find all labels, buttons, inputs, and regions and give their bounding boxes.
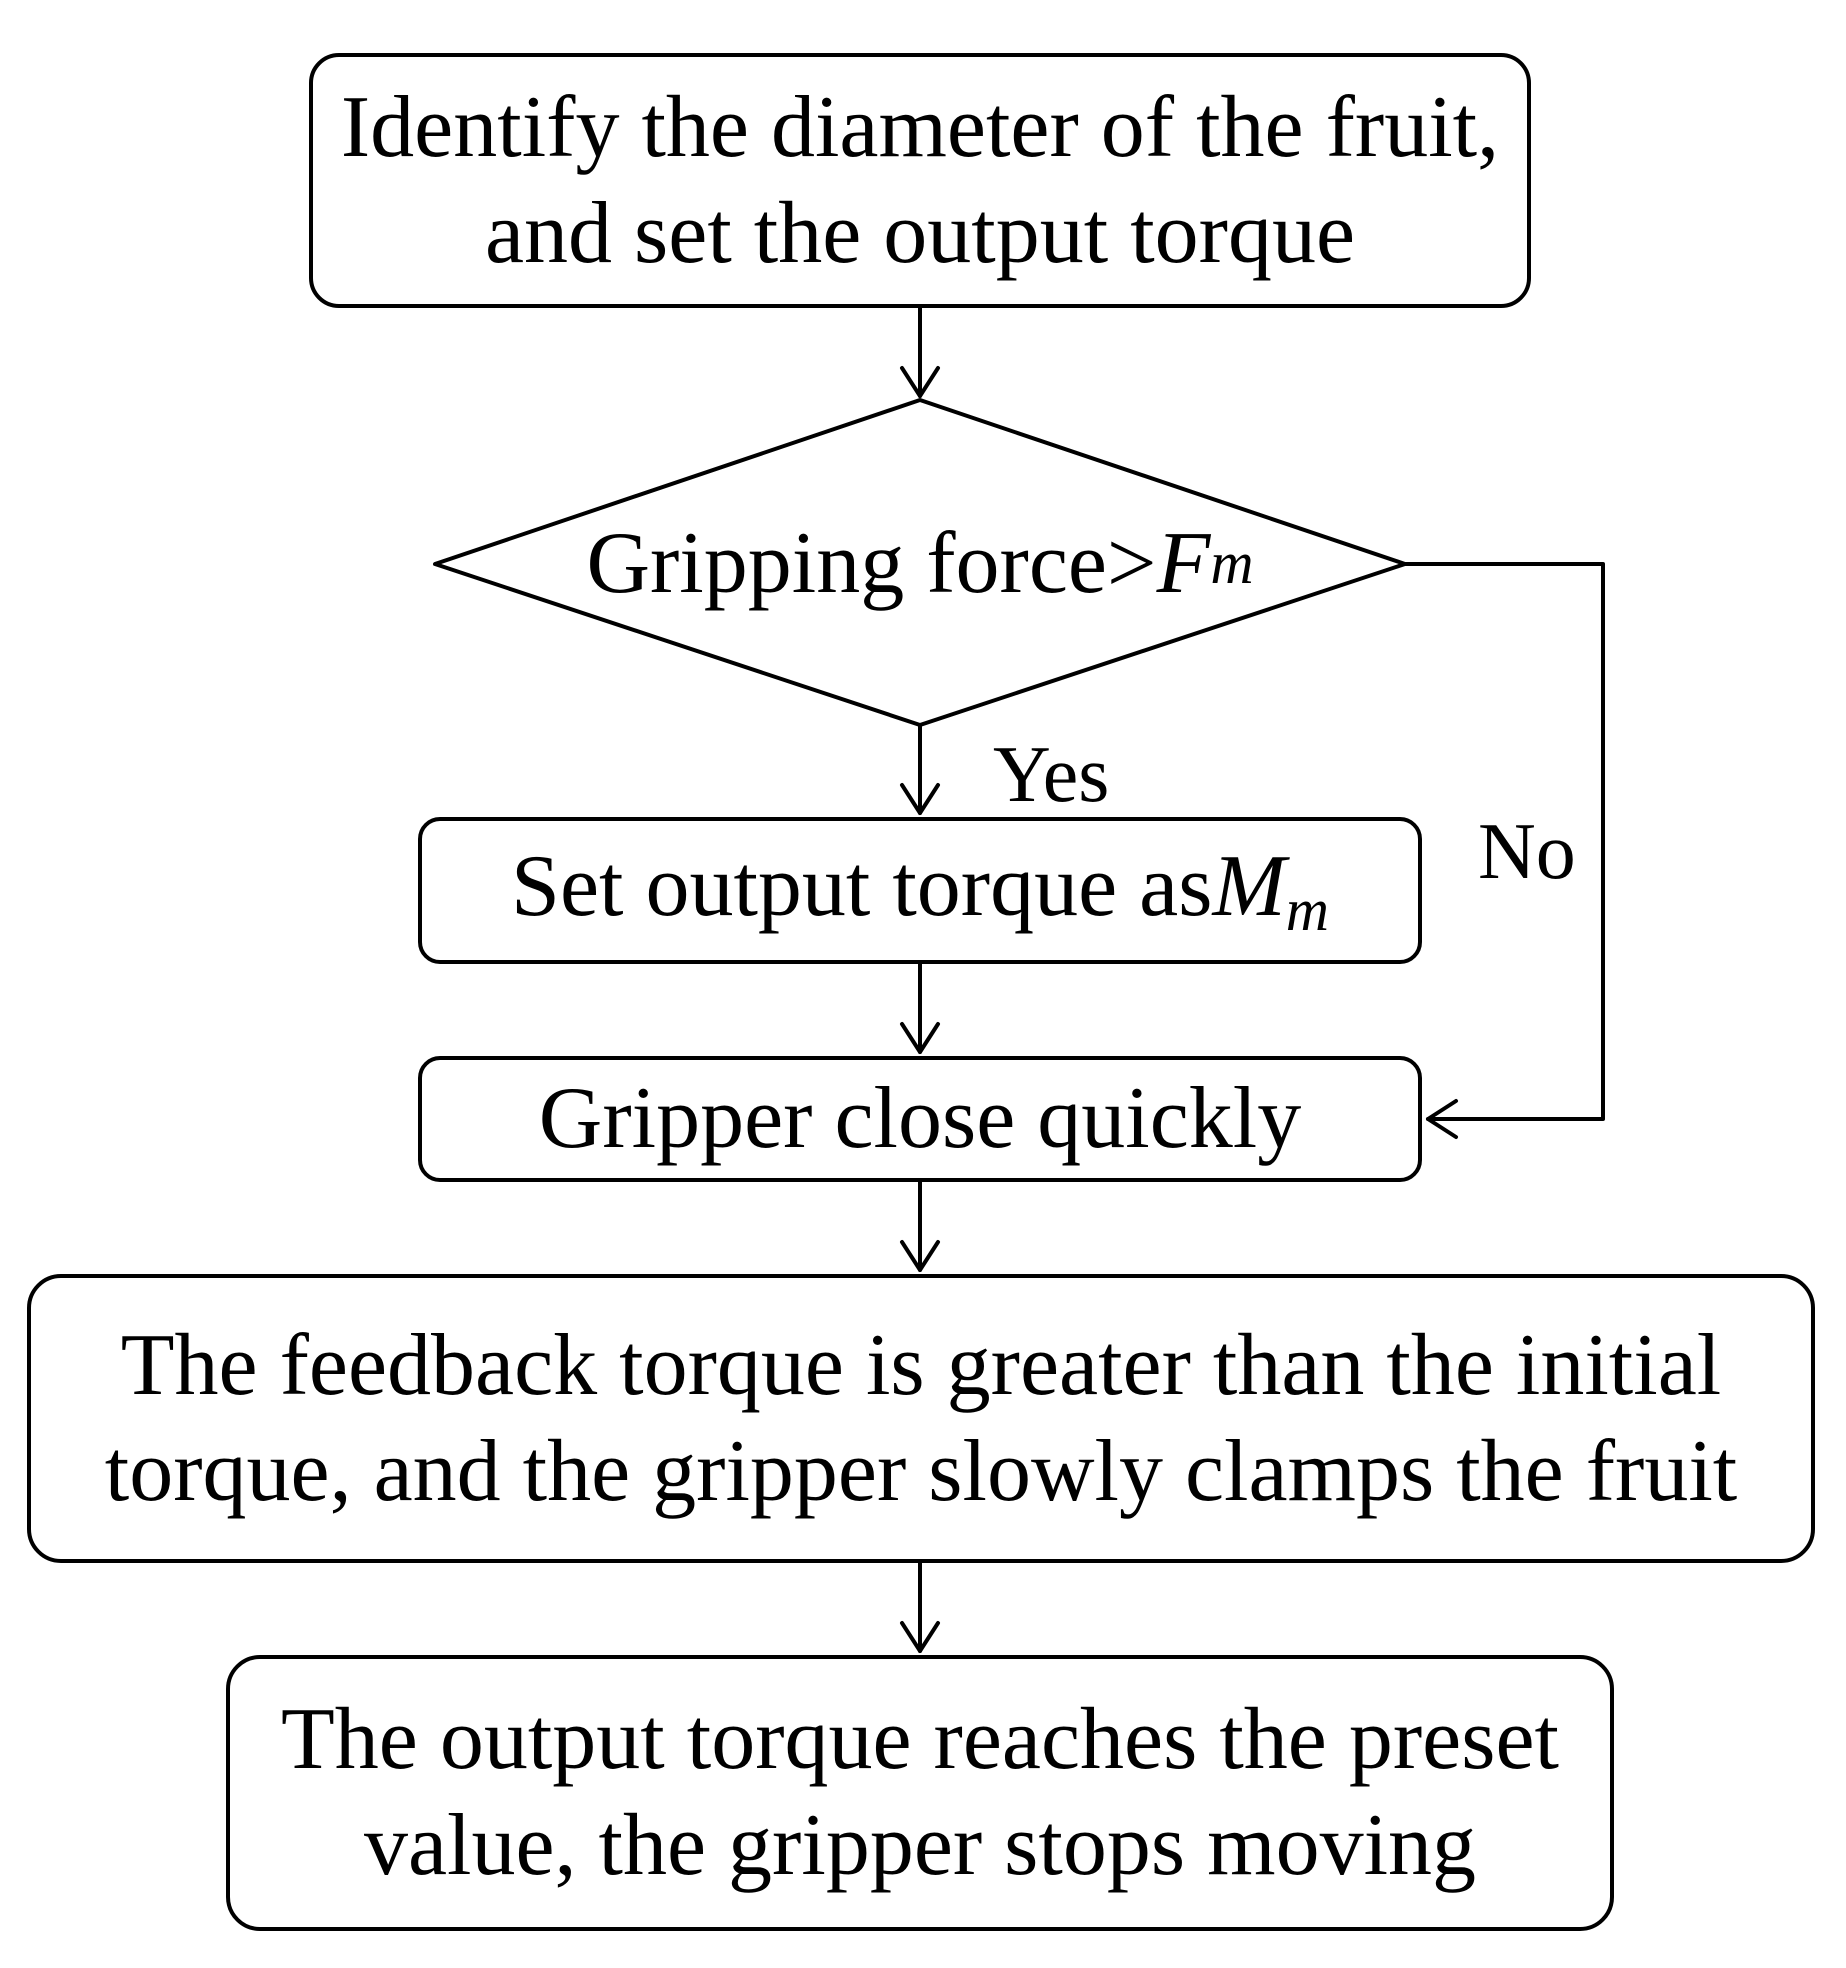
step-stop-text: The output torque reaches the preset val… xyxy=(281,1687,1559,1898)
step-set-torque-box: Set output torque as Mm xyxy=(418,817,1422,964)
step-close-text: Gripper close quickly xyxy=(538,1070,1302,1168)
step-feedback-line-1: The feedback torque is greater than the … xyxy=(120,1316,1722,1414)
step-set-torque-text: Set output torque as Mm xyxy=(511,834,1329,947)
arrowhead-set-to-close xyxy=(900,1022,940,1054)
decision-text: Gripping force> xyxy=(586,514,1157,612)
step-set-torque-variable-subscript: m xyxy=(1285,877,1329,944)
step-stop-line-1: The output torque reaches the preset xyxy=(281,1691,1559,1789)
arrowhead-close-to-feedback xyxy=(900,1240,940,1272)
step-feedback-line-2: torque, and the gripper slowly clamps th… xyxy=(104,1422,1738,1520)
decision-variable-subscript: m xyxy=(1210,529,1254,596)
arrowhead-decision-no xyxy=(1426,1099,1458,1139)
step-identify-text: Identify the diameter of the fruit, and … xyxy=(341,75,1499,286)
step-set-torque-label: Set output torque as xyxy=(511,838,1213,936)
arrowhead-decision-yes xyxy=(900,783,940,815)
step-feedback-text: The feedback torque is greater than the … xyxy=(105,1313,1737,1524)
decision-variable: F xyxy=(1156,514,1211,612)
arrow-decision-no xyxy=(1403,562,1605,1121)
arrowhead-identify-to-decision xyxy=(900,366,940,398)
step-stop-line-2: value, the gripper stops moving xyxy=(363,1797,1477,1894)
step-identify-line-1: Identify the diameter of the fruit, xyxy=(340,78,1500,176)
branch-label-no: No xyxy=(1478,808,1576,896)
branch-label-yes: Yes xyxy=(993,731,1110,819)
step-identify-line-2: and set the output torque xyxy=(484,184,1355,282)
step-feedback-box: The feedback torque is greater than the … xyxy=(27,1274,1815,1563)
arrowhead-feedback-to-stop xyxy=(900,1621,940,1653)
step-identify-box: Identify the diameter of the fruit, and … xyxy=(309,53,1531,308)
step-set-torque-variable: M xyxy=(1212,838,1286,936)
step-close-box: Gripper close quickly xyxy=(418,1056,1422,1182)
step-stop-box: The output torque reaches the preset val… xyxy=(226,1655,1614,1931)
